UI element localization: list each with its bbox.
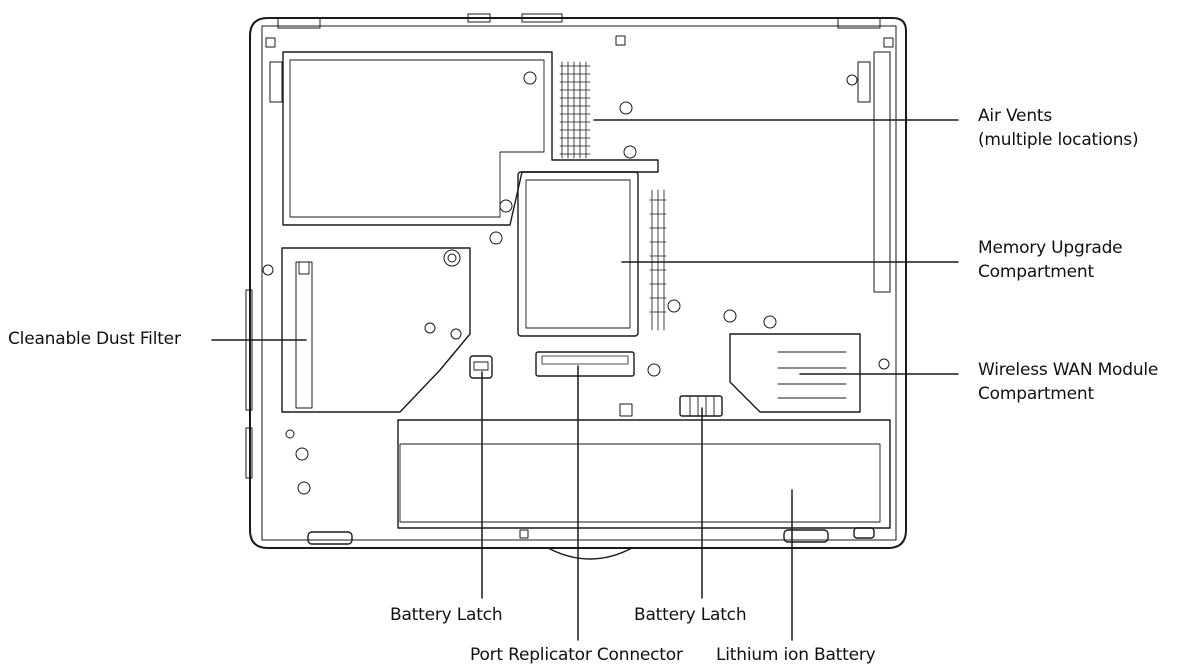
- battery-inner-panel: [399, 443, 881, 523]
- top-tab-b: [521, 13, 563, 23]
- laptop-inner-border: [261, 25, 897, 541]
- top-hinge-right: [837, 17, 881, 29]
- label-wireless-wan-line2: Compartment: [978, 384, 1094, 404]
- upper-compartment: [282, 51, 659, 226]
- port-replicator-inner: [541, 355, 629, 365]
- label-memory-upgrade-line2: Compartment: [978, 262, 1094, 282]
- label-air-vents-line1: Air Vents: [978, 106, 1053, 126]
- battery-latch-left-knob: [473, 361, 489, 371]
- left-edge-slot: [245, 427, 253, 479]
- bottom-foot-small: [853, 527, 875, 539]
- label-air-vents-line2: (multiple locations): [978, 130, 1139, 150]
- battery-latch-right-grip: [689, 395, 715, 417]
- leader-lines: [211, 119, 959, 641]
- dust-filter-tab: [298, 261, 310, 275]
- laptop-outer-casing: [249, 17, 907, 549]
- dust-filter-compartment: [281, 247, 471, 413]
- right-hinge-panel: [873, 51, 891, 293]
- label-wireless-wan: Wireless WAN Module Compartment: [978, 358, 1158, 406]
- label-battery-latch-right: Battery Latch: [634, 605, 747, 625]
- top-hinge-left: [277, 17, 321, 29]
- lithium-ion-battery: [397, 419, 891, 529]
- top-tab-a: [467, 13, 491, 23]
- label-battery-latch-left: Battery Latch: [390, 605, 503, 625]
- square-markers: [265, 35, 894, 539]
- label-dust-filter: Cleanable Dust Filter: [8, 329, 181, 349]
- memory-side-vents: [649, 189, 667, 331]
- battery-latch-right-body: [679, 395, 723, 417]
- memory-upgrade-compartment: [517, 171, 639, 337]
- screws: [262, 71, 890, 495]
- label-lithium-battery: Lithium ion Battery: [716, 645, 876, 665]
- label-memory-upgrade-line1: Memory Upgrade: [978, 238, 1123, 258]
- dust-filter-slot: [295, 261, 313, 409]
- left-edge-ports: [245, 289, 253, 411]
- memory-compartment-inner: [525, 179, 631, 329]
- port-replicator-connector: [535, 351, 635, 377]
- bottom-foot-right: [783, 529, 829, 543]
- label-memory-upgrade: Memory Upgrade Compartment: [978, 236, 1123, 284]
- right-side-tab: [857, 61, 871, 103]
- battery-bottom-tab: [547, 547, 633, 560]
- upper-compartment-inner: [289, 59, 545, 218]
- air-vents-grid: [559, 61, 591, 159]
- label-port-replicator: Port Replicator Connector: [470, 645, 683, 665]
- wireless-wan-vents: [777, 351, 847, 399]
- left-side-tab: [269, 61, 283, 103]
- label-wireless-wan-line1: Wireless WAN Module: [978, 360, 1159, 380]
- bottom-foot-left: [307, 531, 353, 545]
- battery-latch-left-body: [469, 355, 493, 379]
- wireless-wan-compartment: [729, 333, 861, 413]
- label-air-vents: Air Vents (multiple locations): [978, 104, 1139, 152]
